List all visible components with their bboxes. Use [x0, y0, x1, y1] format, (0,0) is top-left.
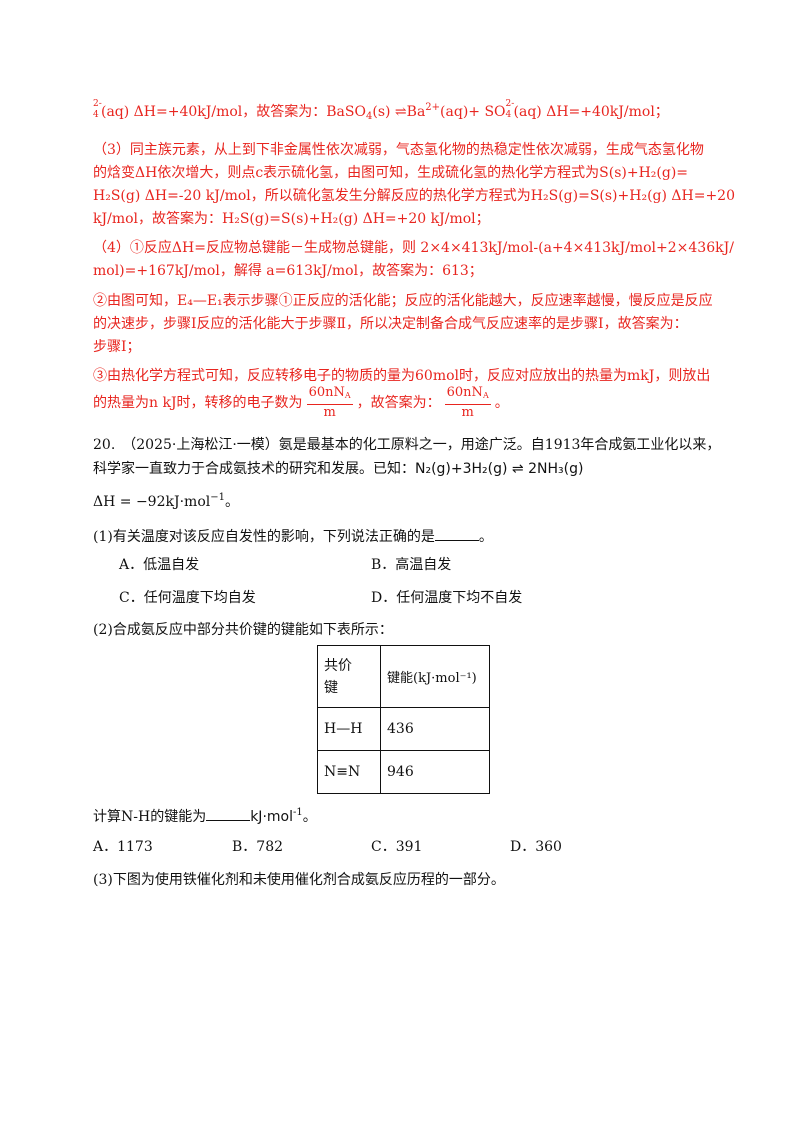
answer-p3-l3: H₂S(g) ΔH=-20 kJ/mol，所以硫化氢发生分解反应的热化学方程式为…: [93, 188, 735, 204]
question-20-l2: 科学家一直致力于合成氨技术的研究和发展。已知：N₂(g)+3H₂(g) ⇌ 2N…: [93, 461, 584, 477]
question-20-l1: 20. （2025·上海松江·一模）氨是最基本的化工原料之一，用途广泛。自191…: [93, 437, 721, 453]
table-cell: 436: [380, 707, 490, 751]
answer-p3-l4: kJ/mol，故答案为：H₂S(g)=S(s)+H₂(g) ΔH=+20 kJ/…: [93, 211, 490, 227]
option-1-b[interactable]: B．高温自发: [371, 557, 452, 573]
question-20-dh: ΔH = −92kJ·mol−1。: [93, 492, 239, 510]
table-row: 共价键 键能(kJ·mol⁻¹): [317, 645, 490, 708]
option-2-b[interactable]: B．782: [232, 839, 284, 855]
table-cell: 946: [380, 750, 490, 794]
option-1-d[interactable]: D．任何温度下均不自发: [371, 590, 523, 606]
ion-charge-stack: 2-4: [93, 99, 102, 120]
answer-p3-l2: 的焓变ΔH依次增大，则点c表示硫化氢，由图可知，生成硫化氢的热化学方程式为S(s…: [93, 165, 689, 181]
answer-line-1: 2-4(aq) ΔH=+40kJ/mol，故答案为：BaSO4(s) ⇌Ba2+…: [93, 99, 669, 122]
table-row: H—H 436: [317, 707, 490, 751]
sub-question-2: (2)合成氨反应中部分共价键的键能如下表所示：: [93, 622, 393, 638]
answer-p5-l1: ②由图可知，E₄—E₁表示步骤①正反应的活化能；反应的活化能越大，反应速率越慢，…: [93, 293, 713, 309]
answer-p5-l2: 的决速步，步骤Ⅰ反应的活化能大于步骤Ⅱ，所以决定制备合成气反应速率的是步骤Ⅰ，故…: [93, 316, 688, 332]
answer-p5-l3: 步骤Ⅰ；: [93, 339, 141, 355]
answer-p4-l1: （4）①反应ΔH=反应物总键能－生成物总键能，则 2×4×413kJ/mol-(…: [93, 240, 734, 256]
table-header-energy: 键能(kJ·mol⁻¹): [380, 645, 490, 708]
sub-question-1: (1)有关温度对该反应自发性的影响，下列说法正确的是。: [93, 526, 493, 547]
answer-blank-2[interactable]: [206, 806, 251, 821]
answer-p3-l1: （3）同主族元素，从上到下非金属性依次减弱，气态氢化物的热稳定性依次减弱，生成气…: [93, 142, 704, 158]
option-2-a[interactable]: A．1173: [93, 839, 153, 855]
option-1-a[interactable]: A．低温自发: [119, 557, 200, 573]
answer-p4-l2: mol)=+167kJ/mol，解得 a=613kJ/mol，故答案为：613；: [93, 263, 483, 279]
bond-energy-table: 共价键 键能(kJ·mol⁻¹) H—H 436 N≡N 946: [317, 645, 490, 794]
table-row: N≡N 946: [317, 750, 490, 794]
table-cell: N≡N: [317, 750, 381, 794]
reaction-equation: N₂(g)+3H₂(g) ⇌ 2NH₃(g): [415, 461, 584, 477]
table-cell: H—H: [317, 707, 381, 751]
option-2-d[interactable]: D．360: [510, 839, 562, 855]
answer-blank-1[interactable]: [434, 526, 479, 541]
option-2-c[interactable]: C．391: [371, 839, 423, 855]
table-header-bond: 共价键: [317, 645, 381, 708]
equilibrium-arrow-icon: ⇌: [394, 104, 407, 120]
sub-question-3: (3)下图为使用铁催化剂和未使用催化剂合成氨反应历程的一部分。: [93, 872, 505, 888]
option-1-c[interactable]: C．任何温度下均自发: [119, 590, 256, 606]
answer-p6-l1: ③由热化学方程式可知，反应转移电子的物质的量为60mol时，反应对应放出的热量为…: [93, 368, 711, 384]
